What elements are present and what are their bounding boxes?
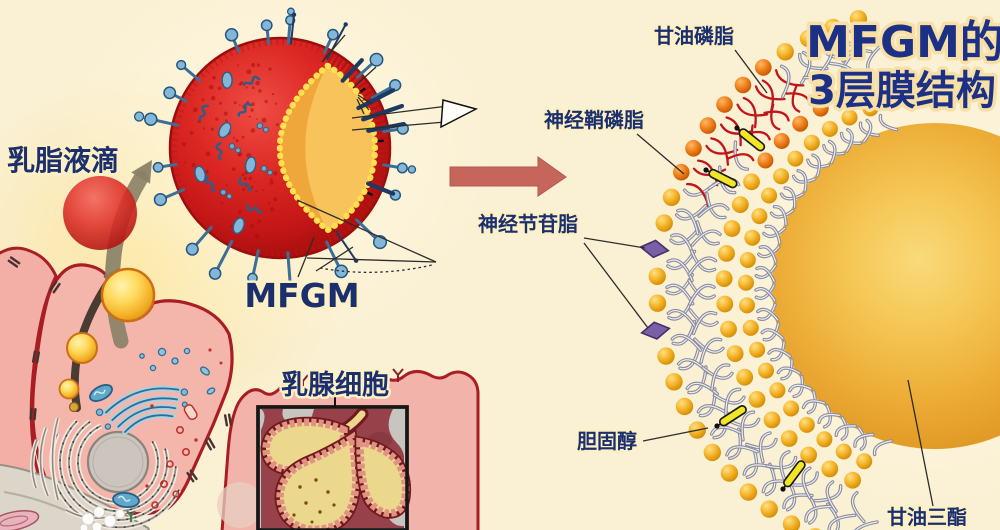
label-leaders xyxy=(583,49,934,507)
budding-droplet-mid xyxy=(66,332,98,364)
globule-outline xyxy=(168,36,392,260)
cell-junctions xyxy=(7,256,233,483)
phospholipid-layers xyxy=(639,10,899,530)
glycerophospholipid-label: 甘油磷脂 xyxy=(654,24,734,48)
alveolus xyxy=(280,438,356,529)
red-capsule xyxy=(183,404,198,421)
budding-droplet-tiny xyxy=(68,401,80,413)
membrane-structure: 甘油磷脂 神经鞘磷脂 神经节苷脂 胆固醇 甘油三酯 MFGM的 3层膜结构 xyxy=(476,10,1000,530)
nucleus-inner-rim xyxy=(92,436,144,488)
title-line2: 3层膜结构 xyxy=(808,68,996,114)
red-vesicles xyxy=(145,348,223,509)
ganglioside-label: 神经节苷脂 xyxy=(478,212,578,236)
sphingomyelin-label: 神经鞘磷脂 xyxy=(544,108,644,132)
membrane-receptor-icon xyxy=(126,510,136,522)
title-line1: MFGM的 xyxy=(806,17,1000,68)
apical-receptor-icons xyxy=(297,368,404,388)
alveoli-inset xyxy=(256,405,407,530)
secreted-bubbles xyxy=(79,506,125,530)
alveolus xyxy=(360,442,406,513)
golgi-apparatus xyxy=(95,385,189,435)
triglyceride-core-sphere xyxy=(772,123,1000,449)
ganglioside-diamond xyxy=(639,239,670,259)
mammary-cell-label: 乳腺细胞 xyxy=(281,369,389,401)
milk-fat-globule xyxy=(133,7,479,296)
annotation-lines xyxy=(296,34,449,278)
membrane-proteins xyxy=(133,7,417,296)
milk-fat-droplet xyxy=(63,176,137,250)
rim-striations xyxy=(322,49,390,247)
big-olive-arrowhead xyxy=(131,160,152,184)
droplet-label: 乳脂液滴 xyxy=(7,144,119,177)
nucleus xyxy=(86,430,150,494)
budding-droplet-large xyxy=(100,267,156,323)
ganglioside-diamond xyxy=(640,321,671,340)
transition-arrow xyxy=(449,156,567,197)
pointer-triangle xyxy=(440,99,479,129)
vesicles xyxy=(139,347,216,395)
cholesterol-label: 胆固醇 xyxy=(577,429,637,453)
mitochondrion xyxy=(112,492,140,508)
mitochondrion xyxy=(89,384,113,402)
budding-droplet-small xyxy=(58,378,80,400)
faint-cell-circle xyxy=(217,482,263,528)
mfgm-label: MFGM xyxy=(244,276,359,315)
milk-granules xyxy=(292,478,336,524)
triglyceride-label: 甘油三酯 xyxy=(887,505,967,529)
yellow-dotted-ring xyxy=(276,62,378,234)
cholesterol-molecules xyxy=(703,125,806,492)
mammary-cell-illustration xyxy=(0,246,480,530)
